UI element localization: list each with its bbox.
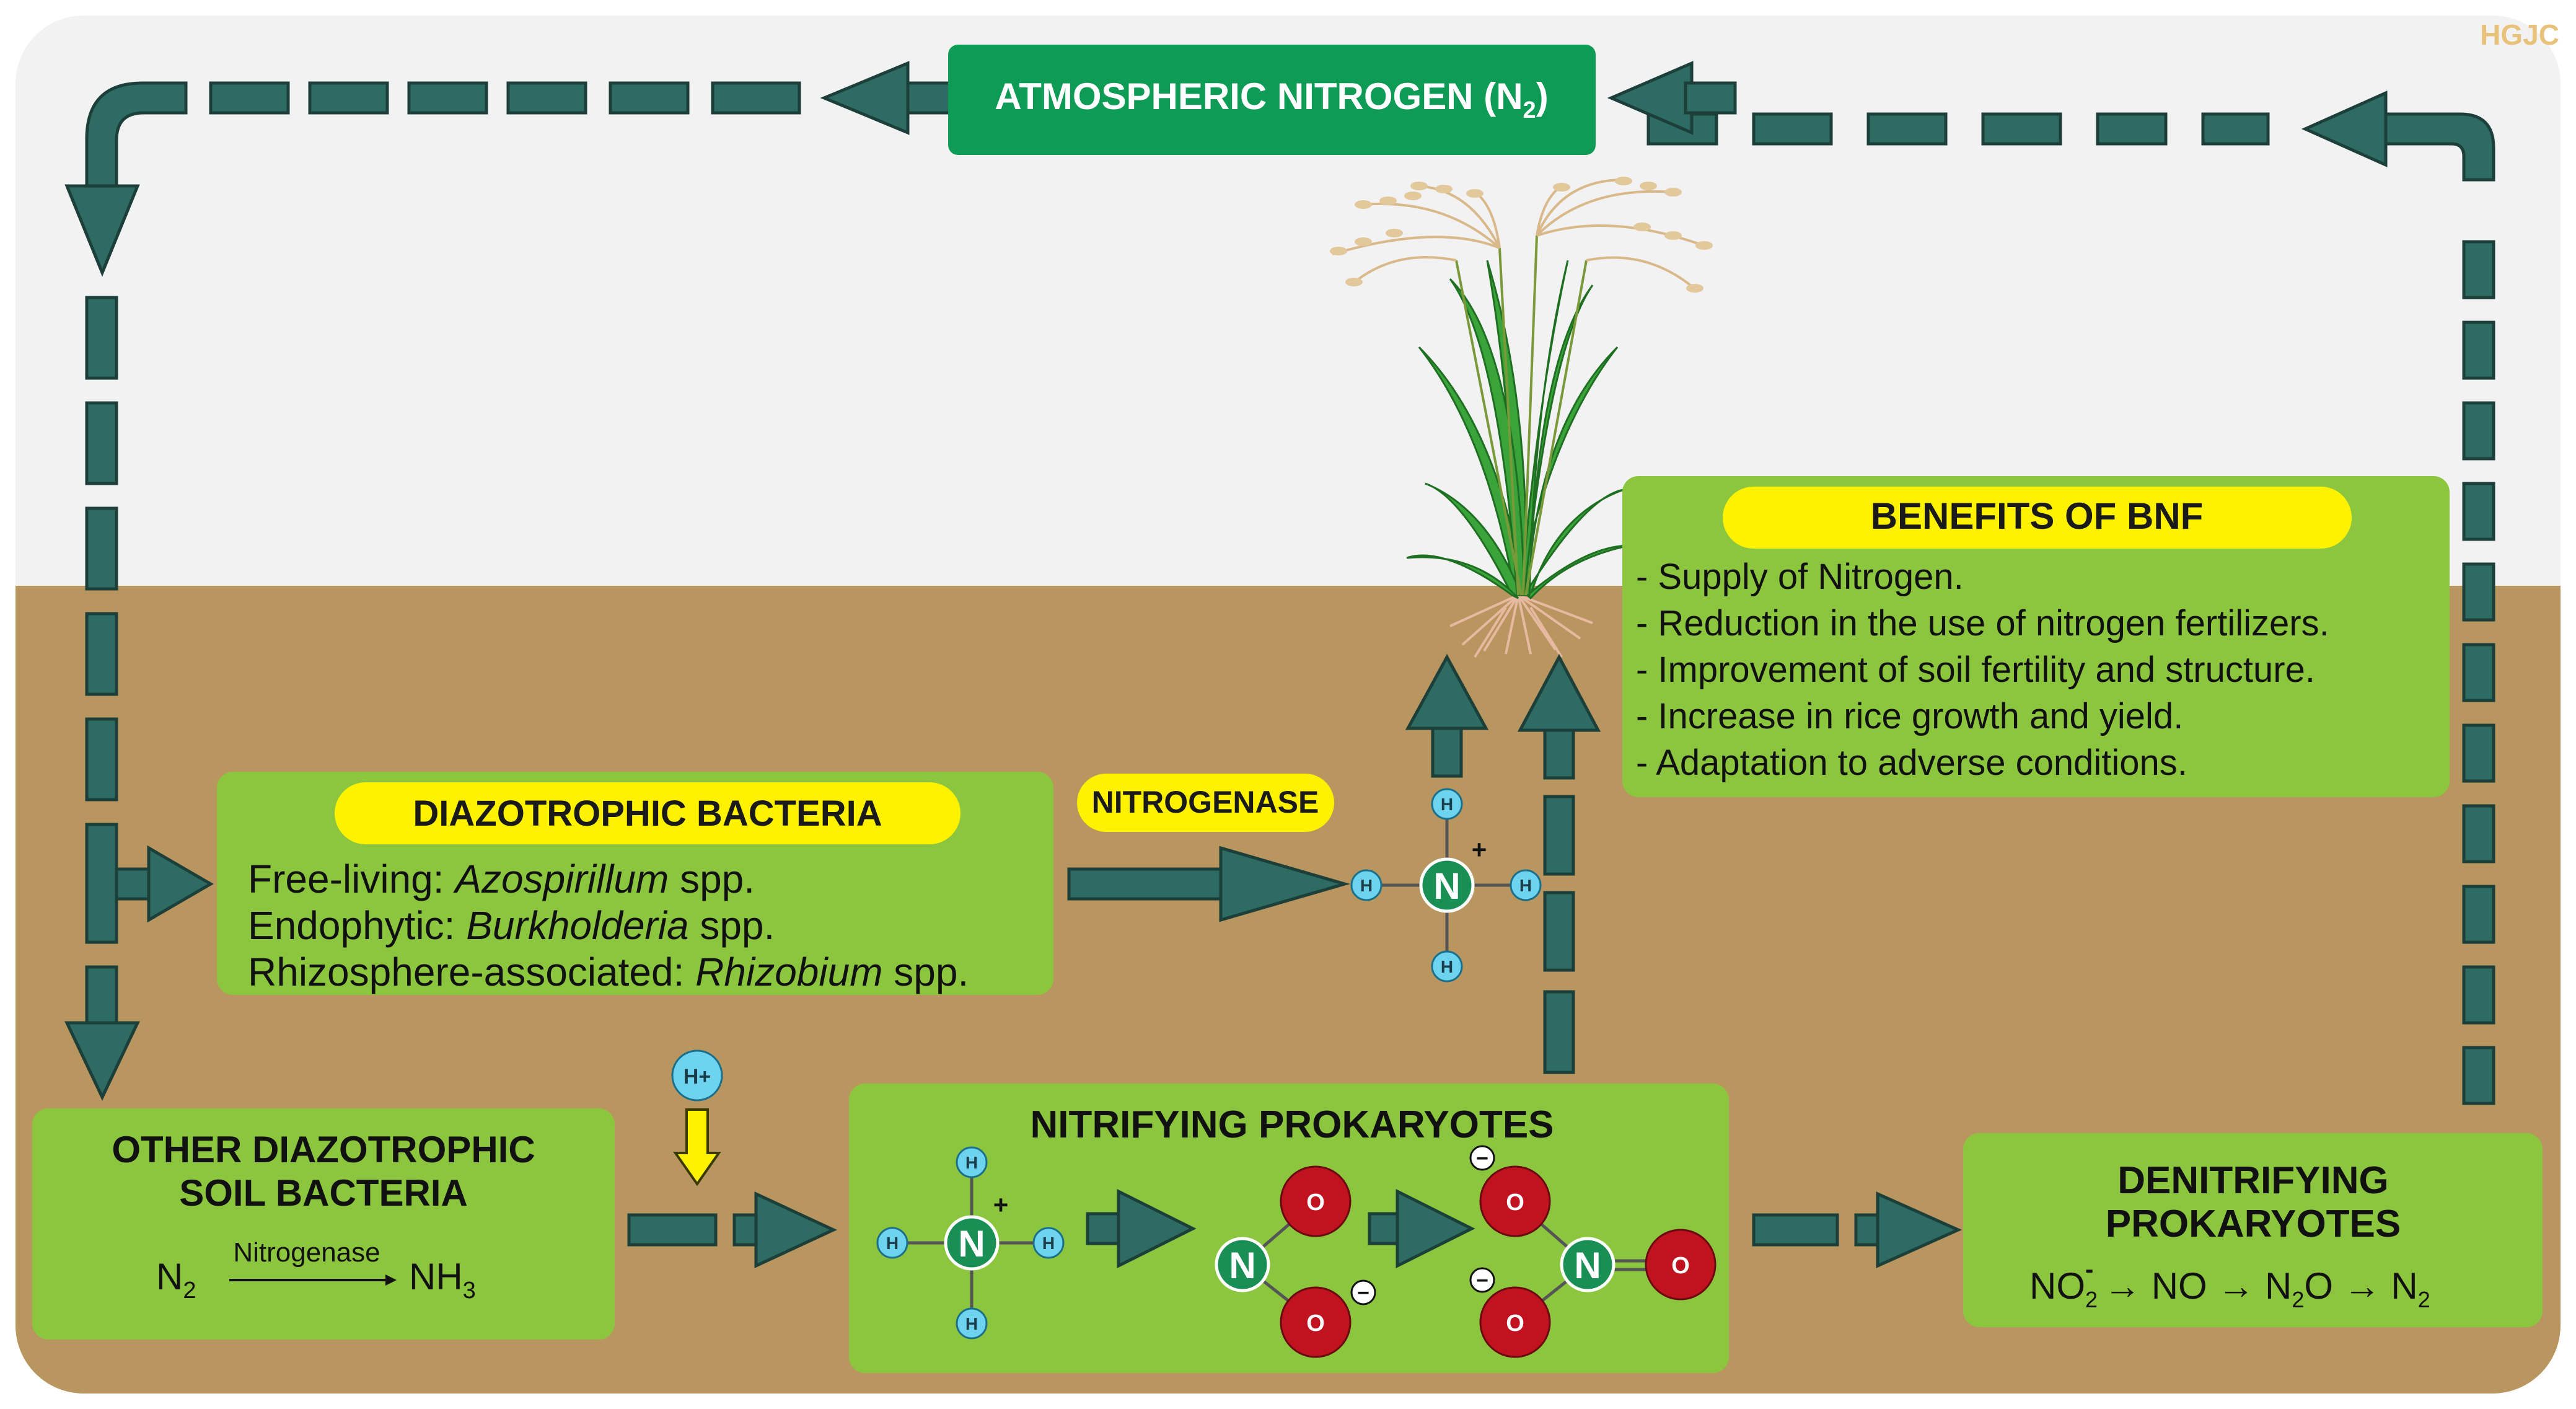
reaction-enzyme: Nitrogenase xyxy=(233,1237,380,1268)
diazotrophic-title: DIAZOTROPHIC BACTERIA xyxy=(413,793,882,834)
svg-text:O: O xyxy=(1306,1190,1325,1216)
hydrogen-atoms xyxy=(1350,788,1542,983)
nitrifying-title: NITRIFYING PROKARYOTES xyxy=(1030,1103,1554,1146)
proton-label: H+ xyxy=(684,1065,711,1089)
svg-text:H: H xyxy=(1360,876,1373,895)
nitrifying-arrow-1 xyxy=(1086,1188,1197,1269)
ammonium-charge: + xyxy=(1472,835,1487,864)
denitrifying-title-1: DENITRIFYING xyxy=(2117,1159,2388,1202)
svg-text:H: H xyxy=(886,1234,899,1253)
diazotroph-rhizosphere: Rhizosphere-associated: Rhizobium spp. xyxy=(248,950,969,994)
arrow-to-nitrifying xyxy=(627,1191,837,1268)
nitrifying-box: NITRIFYING PROKARYOTES N + H H H H xyxy=(849,1084,1729,1373)
svg-text:O: O xyxy=(1506,1190,1524,1216)
svg-text:O: O xyxy=(1506,1310,1524,1336)
atmospheric-nitrogen-bg xyxy=(948,45,1596,155)
other-diazotrophic-title-2: SOIL BACTERIA xyxy=(179,1172,468,1214)
nitrifying-ammonium: N + H H H H xyxy=(876,1146,1065,1340)
svg-text:H: H xyxy=(1441,795,1453,814)
plant-grains xyxy=(1330,177,1713,293)
ammonium-molecule: N + H H H H xyxy=(1350,788,1542,983)
diazotrophic-title-pill xyxy=(335,782,961,844)
benefit-item: - Improvement of soil fertility and stru… xyxy=(1636,650,2315,690)
top-cycle-arrows xyxy=(64,61,2495,1105)
nitrite-molecule: N O O − xyxy=(1215,1165,1376,1358)
svg-text:−: − xyxy=(1357,1281,1369,1305)
svg-text:H: H xyxy=(965,1153,978,1172)
nitrogenase-pill xyxy=(1077,774,1334,832)
diazotroph-endophytic: Endophytic: Burkholderia spp. xyxy=(248,903,775,948)
benefit-item: - Increase in rice growth and yield. xyxy=(1636,696,2183,736)
benefits-list: - Supply of Nitrogen. - Reduction in the… xyxy=(1636,557,2329,783)
nitrogen-atom xyxy=(1419,857,1475,913)
svg-text:O: O xyxy=(1306,1310,1325,1336)
svg-text:H: H xyxy=(1441,957,1453,976)
watermark: HGJC xyxy=(2480,19,2559,51)
diazotroph-free-living: Free-living: Azospirillum spp. xyxy=(248,857,755,901)
benefits-title: BENEFITS OF BNF xyxy=(1871,495,2204,537)
benefit-item: - Reduction in the use of nitrogen ferti… xyxy=(1636,603,2329,643)
svg-text:N: N xyxy=(1229,1245,1255,1286)
svg-text:N: N xyxy=(1574,1245,1601,1286)
benefit-item: - Adaptation to adverse conditions. xyxy=(1636,743,2187,783)
nitrogenase-text: NITROGENASE xyxy=(1092,785,1319,819)
up-arrows-to-plant xyxy=(1405,653,1601,1074)
nitrate-molecule: N O O O − − xyxy=(1469,1145,1717,1358)
nitrogen-atom xyxy=(944,1215,1000,1271)
denitrifying-title-2: PROKARYOTES xyxy=(2106,1203,2401,1245)
svg-text:−: − xyxy=(1476,1147,1488,1170)
benefits-bg xyxy=(1622,476,2450,797)
proton-input: H+ xyxy=(671,1049,723,1186)
svg-text:H: H xyxy=(1042,1234,1055,1253)
atmospheric-nitrogen-label: ATMOSPHERIC NITROGEN (N2) xyxy=(995,76,1548,123)
svg-text:H: H xyxy=(1519,876,1532,895)
benefits-title-pill xyxy=(1723,487,2352,549)
svg-text:H: H xyxy=(965,1314,978,1333)
denitrification-chain: NO2- → NO → N2O → N2 xyxy=(2029,1256,2430,1312)
nitrogen-symbol: N xyxy=(1433,865,1460,907)
benefits-box: BENEFITS OF BNF - Supply of Nitrogen. - … xyxy=(1622,476,2450,797)
atmospheric-nitrogen-box: ATMOSPHERIC NITROGEN (N2) xyxy=(948,45,1596,155)
nitrifying-arrow-2 xyxy=(1368,1188,1475,1269)
arrow-to-denitrifying xyxy=(1752,1191,1963,1268)
diazotrophic-list: Free-living: Azospirillum spp. Endophyti… xyxy=(248,857,969,994)
reaction-product: NH3 xyxy=(409,1256,476,1304)
benefit-item: - Supply of Nitrogen. xyxy=(1636,557,1964,597)
reaction-reactant: N2 xyxy=(156,1256,196,1304)
svg-text:N: N xyxy=(958,1223,985,1265)
denitrifying-box: DENITRIFYING PROKARYOTES NO2- → NO → N2O… xyxy=(1963,1133,2543,1327)
svg-text:−: − xyxy=(1476,1269,1488,1292)
other-diazotrophic-box: OTHER DIAZOTROPHIC SOIL BACTERIA N2 Nitr… xyxy=(32,1108,615,1340)
plant-stems xyxy=(1455,235,1588,596)
proton-arrow xyxy=(673,1108,721,1186)
arrow-to-ammonium xyxy=(1067,846,1350,922)
reaction-arrow-head xyxy=(385,1274,397,1286)
plant-roots xyxy=(1449,594,1593,658)
other-diazotrophic-title-1: OTHER DIAZOTROPHIC xyxy=(112,1129,535,1170)
other-diazotrophic-bg xyxy=(32,1108,615,1340)
proton-circle xyxy=(671,1049,723,1102)
denitrifying-bg xyxy=(1963,1133,2543,1327)
diazotrophic-bacteria-box: DIAZOTROPHIC BACTERIA Free-living: Azosp… xyxy=(217,772,1053,995)
hydrogen-labels: H H H H xyxy=(1360,795,1532,976)
svg-text:O: O xyxy=(1671,1253,1690,1279)
nitrogenase-label: NITROGENASE xyxy=(1077,774,1334,832)
svg-text:+: + xyxy=(993,1190,1009,1219)
rice-plant-illustration xyxy=(1330,177,1713,658)
